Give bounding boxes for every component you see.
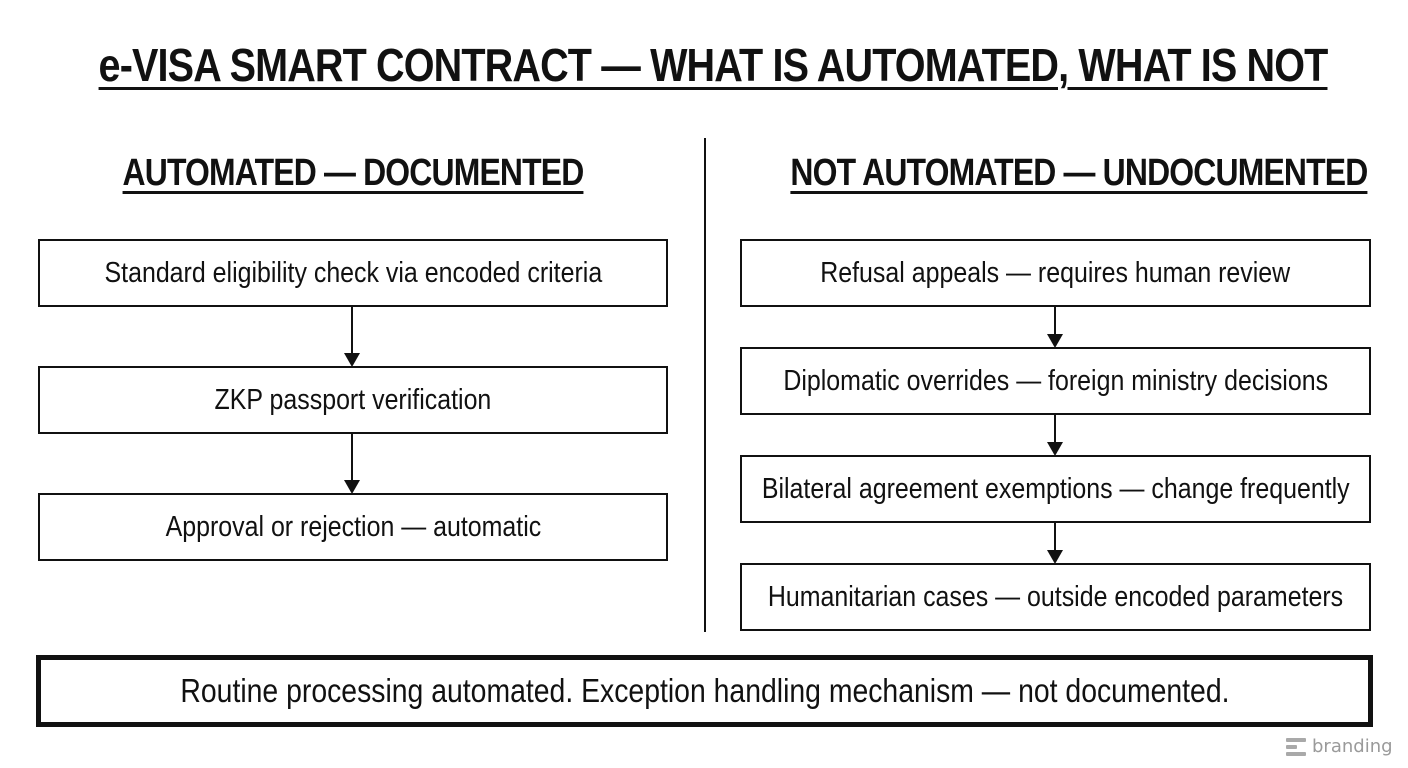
automated-step-box: Standard eligibility check via encoded c… xyxy=(38,239,668,307)
summary-box: Routine processing automated. Exception … xyxy=(36,655,1373,727)
branding-logo-icon xyxy=(1286,737,1306,756)
flow-arrow-icon xyxy=(1045,307,1065,348)
undocumented-step-box: Refusal appeals — requires human review xyxy=(740,239,1371,307)
flow-arrow-icon xyxy=(342,434,362,494)
undocumented-step-box: Diplomatic overrides — foreign ministry … xyxy=(740,347,1371,415)
automated-step-label: Standard eligibility check via encoded c… xyxy=(104,256,602,289)
undocumented-step-label: Bilateral agreement exemptions — change … xyxy=(761,472,1350,505)
automated-step-label: Approval or rejection — automatic xyxy=(165,510,541,543)
flow-arrow-icon xyxy=(1045,523,1065,564)
column-divider xyxy=(704,138,706,632)
flow-arrow-icon xyxy=(1045,415,1065,456)
automated-step-box: ZKP passport verification xyxy=(38,366,668,434)
undocumented-step-box: Bilateral agreement exemptions — change … xyxy=(740,455,1371,523)
diagram-title: e-VISA SMART CONTRACT — WHAT IS AUTOMATE… xyxy=(98,39,1329,91)
left-column-heading: AUTOMATED — DOCUMENTED xyxy=(122,152,585,194)
undocumented-step-box: Humanitarian cases — outside encoded par… xyxy=(740,563,1371,631)
undocumented-step-label: Refusal appeals — requires human review xyxy=(820,256,1291,289)
undocumented-step-label: Humanitarian cases — outside encoded par… xyxy=(767,580,1344,613)
automated-step-label: ZKP passport verification xyxy=(214,383,492,416)
flow-arrow-icon xyxy=(342,307,362,367)
watermark-text: branding xyxy=(1312,736,1393,757)
watermark: branding xyxy=(1286,736,1393,757)
right-column-heading: NOT AUTOMATED — UNDOCUMENTED xyxy=(790,152,1368,194)
summary-text: Routine processing automated. Exception … xyxy=(179,672,1230,709)
automated-step-box: Approval or rejection — automatic xyxy=(38,493,668,561)
undocumented-step-label: Diplomatic overrides — foreign ministry … xyxy=(783,364,1328,397)
